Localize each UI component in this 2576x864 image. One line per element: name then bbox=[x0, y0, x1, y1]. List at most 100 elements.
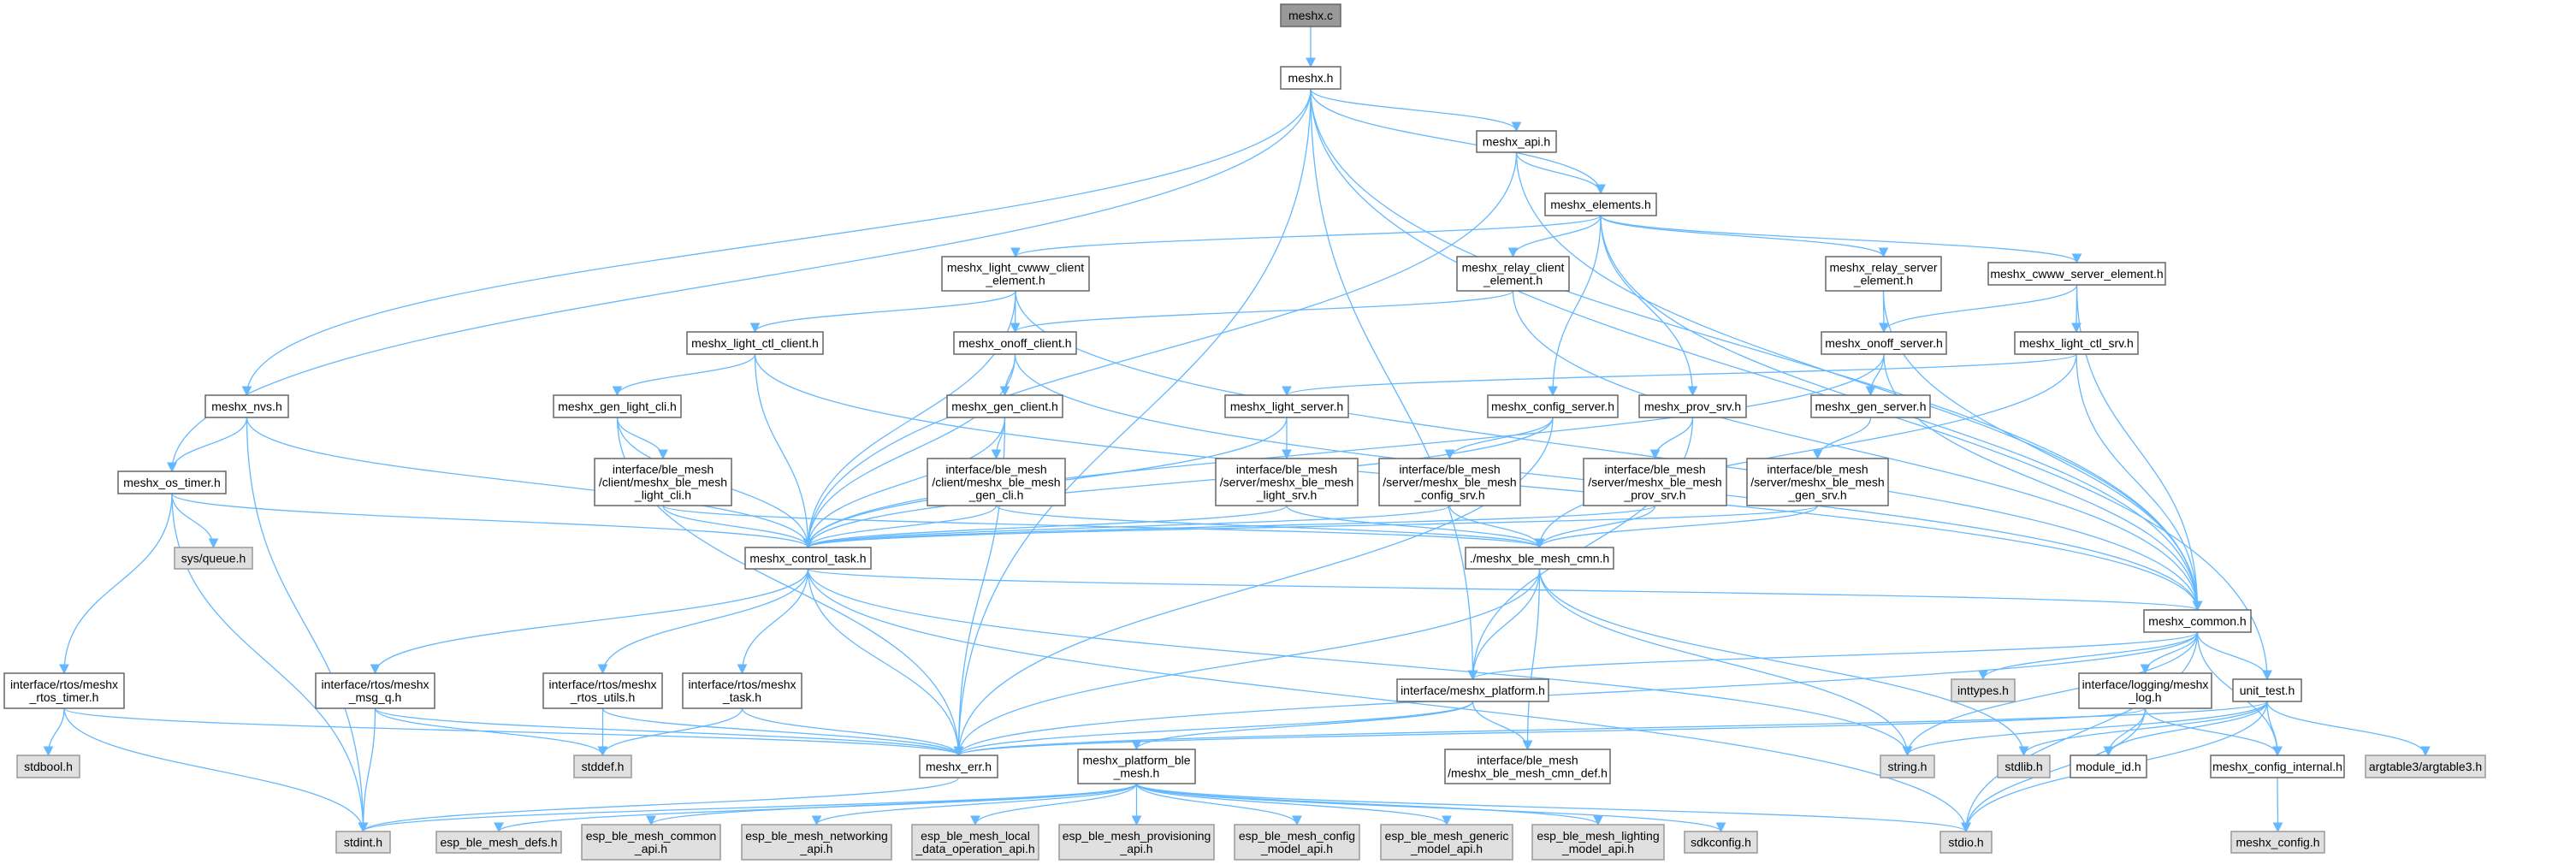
node-label: /server/meshx_ble_mesh bbox=[1383, 476, 1516, 489]
node-box bbox=[3, 672, 125, 709]
node-gen_client[interactable]: meshx_gen_client.h bbox=[946, 394, 1063, 418]
node-rtos_utils[interactable]: interface/rtos/meshx_rtos_utils.h bbox=[542, 672, 663, 709]
edge-platform_ble_mesh-to-esp_generic_model bbox=[1135, 783, 1452, 826]
node-cwww_client_el[interactable]: meshx_light_cwww_client_element.h bbox=[941, 256, 1090, 292]
node-box bbox=[1058, 824, 1215, 861]
node-label: _prov_srv.h bbox=[1623, 488, 1685, 502]
node-meshx_h[interactable]: meshx.h bbox=[1280, 66, 1341, 90]
node-label: meshx_gen_server.h bbox=[1815, 399, 1927, 413]
node-label: meshx_prov_srv.h bbox=[1644, 399, 1741, 413]
node-label: _api.h bbox=[634, 842, 667, 855]
node-stddef: stddef.h bbox=[573, 755, 632, 778]
node-label: _model_api.h bbox=[1260, 842, 1333, 855]
node-onoff_client[interactable]: meshx_onoff_client.h bbox=[953, 331, 1077, 355]
node-gen_light_cli[interactable]: meshx_gen_light_cli.h bbox=[553, 394, 682, 418]
node-relay_client_el[interactable]: meshx_relay_client_element.h bbox=[1456, 256, 1570, 292]
node-bm_gen_srv[interactable]: interface/ble_mesh/server/meshx_ble_mesh… bbox=[1746, 458, 1889, 506]
edge-elements-to-prov_srv bbox=[1600, 215, 1698, 397]
node-unit_test[interactable]: unit_test.h bbox=[2232, 678, 2302, 702]
node-box bbox=[1476, 130, 1557, 153]
node-box bbox=[16, 755, 80, 778]
edge-platform_ble_mesh-to-esp_lighting_model bbox=[1135, 783, 1603, 826]
edge-rtos_timer-to-stdbool bbox=[43, 707, 65, 757]
node-box bbox=[1880, 755, 1935, 778]
node-label: _mesh.h bbox=[1113, 766, 1160, 780]
node-task[interactable]: interface/rtos/meshx_task.h bbox=[682, 672, 802, 709]
node-label: argtable3/argtable3.h bbox=[2369, 760, 2482, 773]
node-elements[interactable]: meshx_elements.h bbox=[1544, 192, 1657, 216]
node-gen_server[interactable]: meshx_gen_server.h bbox=[1810, 394, 1931, 418]
node-module_id[interactable]: module_id.h bbox=[2070, 755, 2147, 778]
edge-onoff_server-to-common bbox=[1883, 353, 2203, 612]
node-label: _api.h bbox=[1119, 842, 1152, 855]
node-label: _log.h bbox=[2128, 690, 2161, 704]
node-bm_gen_cli[interactable]: interface/ble_mesh/client/meshx_ble_mesh… bbox=[927, 458, 1066, 506]
node-cmn_def[interactable]: interface/ble_mesh/meshx_ble_mesh_cmn_de… bbox=[1444, 749, 1611, 784]
node-config_server[interactable]: meshx_config_server.h bbox=[1487, 394, 1619, 418]
node-label: _model_api.h bbox=[1410, 842, 1483, 855]
node-label: sdkconfig.h bbox=[1691, 836, 1751, 849]
node-label: interface/rtos/meshx bbox=[10, 678, 118, 691]
node-label: meshx_onoff_client.h bbox=[958, 336, 1071, 350]
edge-platform_ble_mesh-to-esp_config_model bbox=[1135, 783, 1302, 826]
edge-elements-to-config_server bbox=[1548, 215, 1602, 397]
node-label: inttypes.h bbox=[1957, 684, 2009, 697]
node-ble_mesh_cmn[interactable]: ./meshx_ble_mesh_cmn.h bbox=[1465, 547, 1614, 570]
node-rtos_timer[interactable]: interface/rtos/meshx_rtos_timer.h bbox=[3, 672, 125, 709]
node-box bbox=[1280, 3, 1341, 27]
node-meshx_c[interactable]: meshx.c bbox=[1280, 3, 1341, 27]
edge-platform_ble_mesh-to-esp_local_data bbox=[970, 783, 1138, 826]
node-onoff_server[interactable]: meshx_onoff_server.h bbox=[1821, 331, 1947, 355]
node-config_internal[interactable]: meshx_config_internal.h bbox=[2210, 755, 2345, 778]
node-label: _element.h bbox=[1853, 274, 1913, 287]
node-prov_srv[interactable]: meshx_prov_srv.h bbox=[1638, 394, 1747, 418]
node-label: interface/ble_mesh bbox=[1236, 463, 1337, 476]
node-cwww_server_el[interactable]: meshx_cwww_server_element.h bbox=[1987, 262, 2166, 286]
node-box bbox=[1224, 394, 1349, 418]
node-light_ctl_srv[interactable]: meshx_light_ctl_srv.h bbox=[2014, 331, 2139, 355]
node-os_timer[interactable]: meshx_os_timer.h bbox=[117, 470, 227, 494]
node-meshx_err[interactable]: meshx_err.h bbox=[919, 755, 998, 778]
node-control_task[interactable]: meshx_control_task.h bbox=[744, 547, 872, 570]
node-bm_light_srv[interactable]: interface/ble_mesh/server/meshx_ble_mesh… bbox=[1215, 458, 1359, 506]
edge-os_timer-to-rtos_timer bbox=[59, 493, 173, 675]
node-label: _data_operation_api.h bbox=[915, 842, 1034, 855]
edge-common-to-unit_test bbox=[2196, 631, 2272, 681]
node-api[interactable]: meshx_api.h bbox=[1476, 130, 1557, 153]
node-label: _element.h bbox=[985, 274, 1045, 287]
node-label: unit_test.h bbox=[2240, 684, 2295, 697]
edge-bm_gen_srv-to-control_task bbox=[803, 505, 1819, 549]
node-relay_server_el[interactable]: meshx_relay_server_element.h bbox=[1825, 256, 1942, 292]
node-box bbox=[946, 394, 1063, 418]
node-label: sys/queue.h bbox=[181, 552, 246, 565]
node-nvs[interactable]: meshx_nvs.h bbox=[204, 394, 289, 418]
node-platform[interactable]: interface/meshx_platform.h bbox=[1396, 678, 1549, 702]
edge-bm_config_srv-to-control_task bbox=[802, 505, 1451, 549]
node-box bbox=[117, 470, 227, 494]
node-common[interactable]: meshx_common.h bbox=[2143, 609, 2252, 633]
node-bm_prov_srv[interactable]: interface/ble_mesh/server/meshx_ble_mesh… bbox=[1583, 458, 1727, 506]
node-msg_q[interactable]: interface/rtos/meshx_msg_q.h bbox=[315, 672, 435, 709]
node-bm_config_srv[interactable]: interface/ble_mesh/server/meshx_ble_mesh… bbox=[1378, 458, 1521, 506]
node-label: _rtos_timer.h bbox=[29, 690, 99, 704]
edge-rtos_utils-to-meshx_err bbox=[601, 707, 964, 757]
node-platform_ble_mesh[interactable]: meshx_platform_ble_mesh.h bbox=[1077, 749, 1196, 784]
node-light_ctl_client[interactable]: meshx_light_ctl_client.h bbox=[686, 331, 824, 355]
edge-common-to-string bbox=[1902, 631, 2199, 757]
edge-ble_mesh_cmn-to-cmn_def bbox=[1522, 568, 1541, 751]
node-bm_light_cli[interactable]: interface/ble_mesh/client/meshx_ble_mesh… bbox=[594, 458, 732, 506]
node-box bbox=[435, 831, 562, 854]
node-log[interactable]: interface/logging/meshx_log.h bbox=[2078, 672, 2212, 709]
edge-relay_client_el-to-common bbox=[1512, 290, 2203, 612]
node-light_server[interactable]: meshx_light_server.h bbox=[1224, 394, 1349, 418]
node-label: string.h bbox=[1888, 760, 1928, 773]
node-box bbox=[1396, 678, 1549, 702]
node-box bbox=[542, 672, 663, 709]
node-label: meshx_gen_client.h bbox=[951, 399, 1058, 413]
node-label: /server/meshx_ble_mesh bbox=[1750, 476, 1884, 489]
node-box bbox=[2014, 331, 2139, 355]
edge-unit_test-to-module_id bbox=[2103, 701, 2268, 757]
node-esp_local_data: esp_ble_mesh_local_data_operation_api.h bbox=[911, 824, 1039, 861]
edge-cwww_client_el-to-light_ctl_client bbox=[749, 290, 1016, 334]
